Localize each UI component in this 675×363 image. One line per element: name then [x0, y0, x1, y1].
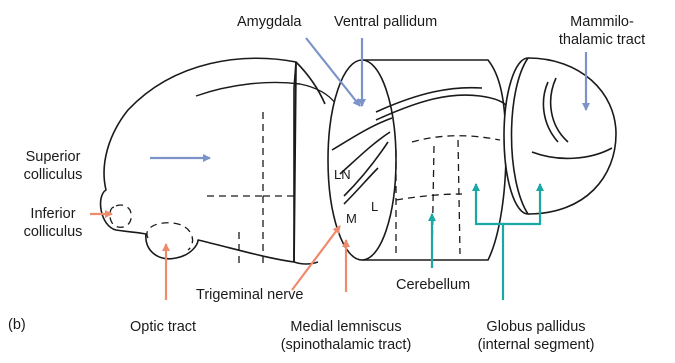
panel-letter: (b) [8, 316, 26, 334]
label-mammilothalamic-line2: thalamic tract [547, 31, 657, 49]
label-inferior-colliculus: Inferior colliculus [8, 205, 98, 241]
label-amygdala: Amygdala [237, 13, 301, 31]
label-inferior-line1: Inferior [8, 205, 98, 223]
middle-brain-block [328, 60, 508, 260]
label-medial-lemniscus: Medial lemniscus (spinothalamic tract) [281, 318, 412, 354]
label-mammilothalamic-tract: Mammilo- thalamic tract [547, 13, 657, 49]
label-cerebellum: Cerebellum [396, 276, 470, 294]
label-mammilothalamic-line1: Mammilo- [547, 13, 657, 31]
label-superior-line2: colliculus [8, 166, 98, 184]
label-medial-line2: (spinothalamic tract) [281, 336, 412, 354]
label-superior-colliculus: Superior colliculus [8, 148, 98, 184]
label-trigeminal-nerve: Trigeminal nerve [196, 286, 303, 304]
label-globus-line1: Globus pallidus [478, 318, 595, 336]
label-inferior-line2: colliculus [8, 223, 98, 241]
region-mark-ln: LN [334, 166, 351, 184]
region-mark-l: L [371, 198, 378, 216]
left-brain-block [101, 58, 325, 264]
region-mark-m: M [346, 210, 357, 228]
label-globus-pallidus: Globus pallidus (internal segment) [478, 318, 595, 354]
label-medial-line1: Medial lemniscus [281, 318, 412, 336]
label-superior-line1: Superior [8, 148, 98, 166]
label-ventral-pallidum: Ventral pallidum [334, 13, 437, 31]
right-brain-block [504, 58, 616, 214]
label-globus-line2: (internal segment) [478, 336, 595, 354]
label-optic-tract: Optic tract [130, 318, 196, 336]
